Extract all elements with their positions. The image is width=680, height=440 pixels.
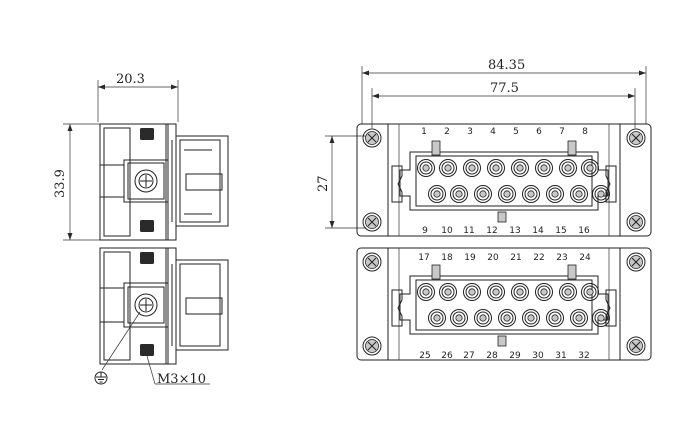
corner-screw-icon [626, 128, 646, 148]
contact-hole [546, 309, 564, 327]
pin-number-label: 15 [555, 226, 566, 236]
contact-hole [463, 283, 481, 301]
contact-hole [511, 159, 529, 177]
contact-hole [535, 159, 553, 177]
contact-hole [592, 185, 610, 203]
pin-number-label: 10 [441, 226, 453, 236]
pin-number-label: 9 [422, 226, 428, 236]
pin-number-label: 23 [556, 253, 567, 263]
pin-number-label: 7 [559, 127, 565, 137]
pin-number-label: 13 [509, 226, 520, 236]
pin-number-label: 21 [510, 253, 521, 263]
pin-number-label: 30 [532, 351, 544, 361]
pin-number-label: 27 [463, 351, 474, 361]
contact-hole [428, 185, 446, 203]
corner-screw-icon [626, 252, 646, 272]
pin-number-label: 1 [421, 127, 427, 137]
contact-hole [417, 159, 435, 177]
pin-labels-top-lower: 9 10 11 12 13 14 15 16 [422, 226, 590, 236]
contact-hole [450, 309, 468, 327]
contact-hole [535, 283, 553, 301]
pin-number-label: 17 [418, 253, 429, 263]
contact-hole [498, 185, 516, 203]
pin-number-label: 3 [467, 127, 473, 137]
contact-hole [474, 309, 492, 327]
side-view: 20.3 33.9 [53, 72, 229, 387]
pin-number-label: 22 [533, 253, 544, 263]
contact-hole [522, 185, 540, 203]
pin-number-label: 31 [555, 351, 566, 361]
contact-hole [498, 309, 516, 327]
contact-hole [546, 185, 564, 203]
contact-hole [487, 159, 505, 177]
front-view: 84.35 77.5 27 [316, 58, 652, 361]
contact-hole [559, 283, 577, 301]
ground-symbol-icon [94, 371, 108, 385]
contact-hole [450, 185, 468, 203]
dim-side-width: 20.3 [116, 72, 145, 87]
contact-hole [570, 309, 588, 327]
contact-hole [559, 159, 577, 177]
corner-screw-icon [362, 252, 382, 272]
contact-hole [592, 309, 610, 327]
pin-labels-top-upper: 1 2 3 4 5 6 7 8 [421, 127, 588, 137]
pin-number-label: 14 [532, 226, 544, 236]
pin-number-label: 8 [582, 127, 588, 137]
contact-hole [581, 283, 599, 301]
contact-hole [474, 185, 492, 203]
side-body-lower [99, 247, 229, 365]
screw-callout: M3×10 [157, 372, 206, 387]
pin-number-label: 20 [487, 253, 499, 263]
pin-labels-bottom-upper: 17 18 19 20 21 22 23 24 [418, 253, 591, 263]
contact-hole [439, 283, 457, 301]
pin-number-label: 16 [578, 226, 590, 236]
pin-number-label: 12 [486, 226, 497, 236]
contact-hole [439, 159, 457, 177]
corner-screw-icon [626, 212, 646, 232]
dim-front-outer-width: 84.35 [488, 58, 525, 73]
pin-number-label: 4 [490, 127, 496, 137]
contact-hole [463, 159, 481, 177]
contact-hole [417, 283, 435, 301]
pin-number-label: 26 [441, 351, 453, 361]
pin-number-label: 6 [536, 127, 542, 137]
corner-screw-icon [626, 336, 646, 356]
dim-side-height: 33.9 [53, 169, 68, 198]
insert-top [356, 123, 652, 237]
dim-front-inner-width: 77.5 [490, 81, 519, 96]
pin-number-label: 19 [464, 253, 476, 263]
contact-hole [581, 159, 599, 177]
pin-number-label: 11 [463, 226, 474, 236]
pin-number-label: 32 [578, 351, 589, 361]
pin-number-label: 25 [419, 351, 430, 361]
pin-number-label: 28 [486, 351, 498, 361]
insert-bottom [356, 247, 652, 361]
dim-front-height: 27 [316, 175, 331, 192]
pin-labels-bottom-lower: 25 26 27 28 29 30 31 32 [419, 351, 589, 361]
contact-hole [570, 185, 588, 203]
pin-number-label: 18 [441, 253, 453, 263]
contact-hole [428, 309, 446, 327]
corner-screw-icon [362, 128, 382, 148]
contact-hole [522, 309, 540, 327]
pin-number-label: 29 [509, 351, 521, 361]
side-body-upper [99, 123, 229, 241]
contact-hole [511, 283, 529, 301]
corner-screw-icon [362, 212, 382, 232]
pin-number-label: 2 [444, 127, 450, 137]
pin-number-label: 5 [513, 127, 519, 137]
pin-number-label: 24 [579, 253, 591, 263]
corner-screw-icon [362, 336, 382, 356]
contact-hole [487, 283, 505, 301]
